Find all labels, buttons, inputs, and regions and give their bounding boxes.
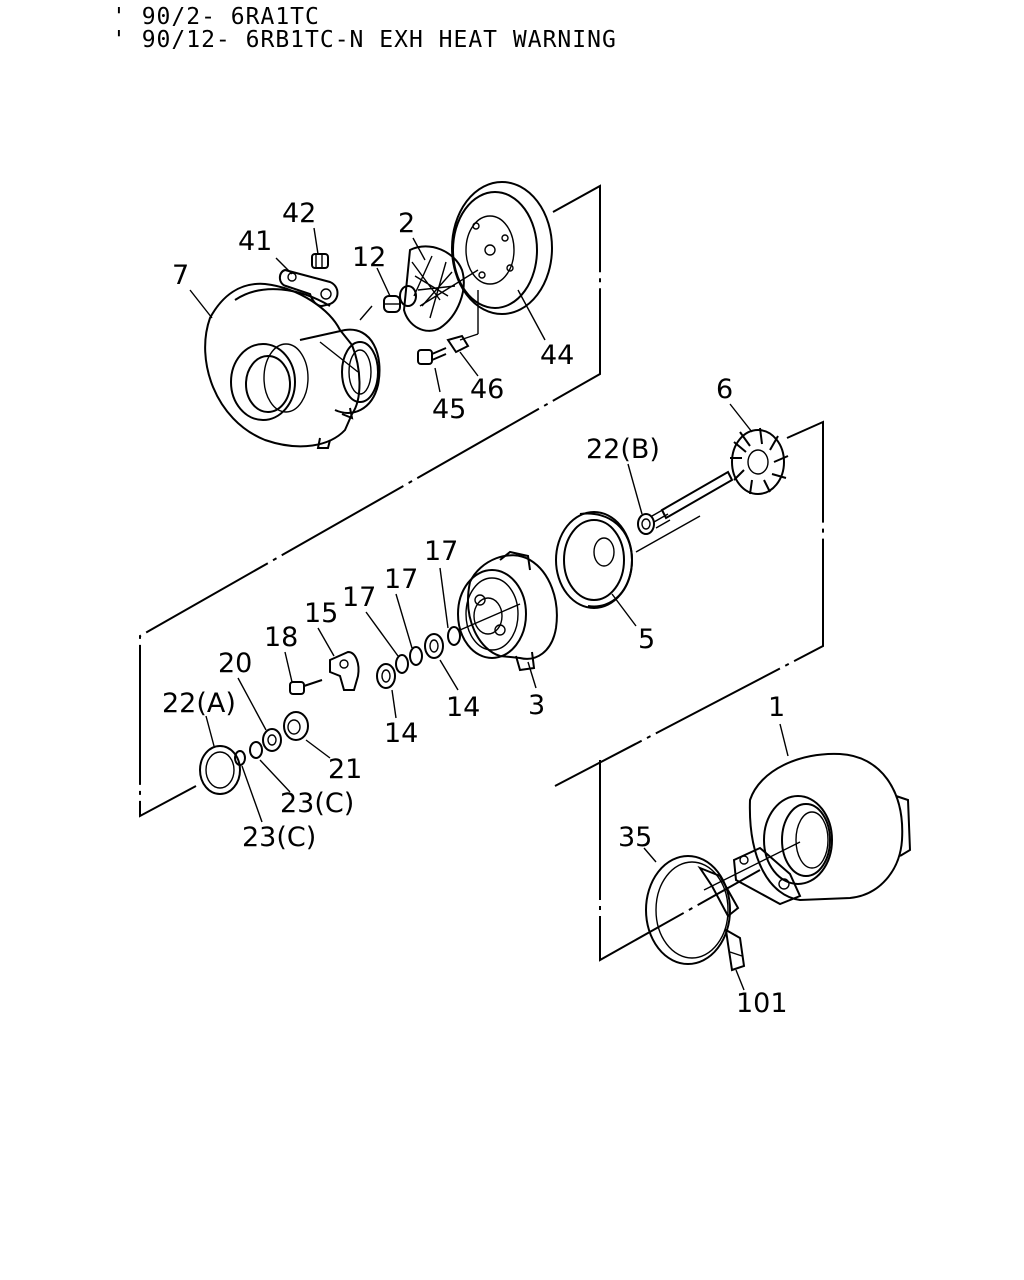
callout-2: 2 [398, 208, 415, 239]
leader-lines [189, 227, 801, 991]
callout-7: 7 [172, 260, 189, 291]
clamp-bolt-part-101 [724, 928, 746, 972]
callout-41: 41 [238, 226, 272, 257]
callout-18: 18 [264, 622, 298, 653]
bolt-part-45 [417, 347, 447, 365]
bolt-part-42 [311, 253, 329, 269]
callout-45: 45 [432, 394, 466, 425]
callout-23c-upper: 23(C) [280, 788, 354, 819]
callout-14-right: 14 [446, 692, 480, 723]
header-line-2: ' 90/12- 6RB1TC-N EXH HEAT WARNING [112, 27, 617, 53]
header-line-1: ' 90/2- 6RA1TC [112, 4, 320, 30]
turbine-housing-part-1 [732, 752, 912, 906]
callout-20: 20 [218, 648, 252, 679]
lock-plate-part-46 [446, 334, 470, 354]
turbine-shaft-part-6 [651, 427, 789, 529]
piston-rings-part-23c [234, 741, 263, 766]
bracket-part-41 [278, 268, 339, 308]
callout-6: 6 [716, 374, 733, 405]
callout-5: 5 [638, 624, 655, 655]
callout-35: 35 [618, 822, 652, 853]
callout-12: 12 [352, 242, 386, 273]
bearing-housing-part-3 [457, 550, 558, 672]
callout-17-right: 17 [424, 536, 458, 567]
callout-17-left: 17 [342, 582, 376, 613]
callout-23c-lower: 23(C) [242, 822, 316, 853]
callout-22b: 22(B) [586, 434, 660, 465]
callout-22a: 22(A) [162, 688, 236, 719]
callout-17-middle: 17 [384, 564, 418, 595]
heat-shield-part-5 [555, 511, 634, 609]
callout-46: 46 [470, 374, 504, 405]
callout-101: 101 [736, 988, 788, 1019]
callout-14-left: 14 [384, 718, 418, 749]
seal-plate-part-44 [451, 181, 553, 315]
assembly-boundary-lines [139, 184, 824, 962]
compressor-housing-part-7 [204, 282, 381, 449]
oil-deflector-part-21 [283, 711, 309, 741]
nut-part-12 [383, 295, 401, 313]
callout-42: 42 [282, 198, 316, 229]
thrust-collar-part-20 [262, 728, 282, 752]
thrust-bearing-part-15 [329, 650, 360, 691]
journal-bearings-part-14 [376, 633, 444, 689]
callout-1: 1 [768, 692, 785, 723]
seal-ring-part-22a [199, 745, 241, 795]
callout-labels: 7 41 42 12 2 44 46 45 6 22(B) 17 17 17 1… [162, 198, 788, 1019]
screw-part-18 [289, 679, 323, 695]
callout-21: 21 [328, 754, 362, 785]
callout-3: 3 [528, 690, 545, 721]
callout-44: 44 [540, 340, 574, 371]
piston-ring-part-22b [637, 513, 655, 535]
compressor-wheel-part-2 [399, 245, 465, 332]
snap-rings-part-17 [395, 626, 461, 674]
v-band-clamp-part-35 [645, 855, 740, 965]
callout-15: 15 [304, 598, 338, 629]
